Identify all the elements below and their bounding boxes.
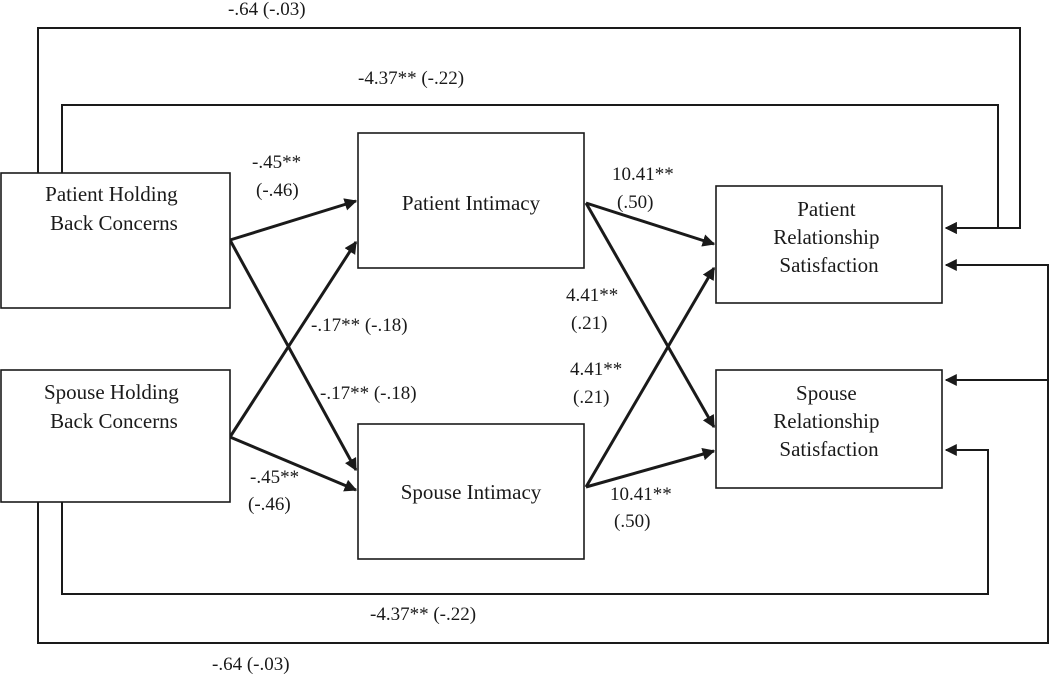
coef-ph-to-si: -.17** (-.18) <box>320 383 417 404</box>
path-bottom-inner <box>61 444 989 595</box>
spouse-satisfaction-box <box>715 369 943 489</box>
svg-text:4.41** (.21): 4.41** (.21) <box>566 285 623 334</box>
spouse-intimacy-label: Spouse Intimacy <box>401 480 542 504</box>
coef-top-inner: -4.37** (-.22) <box>358 68 464 89</box>
patient-satisfaction-label-3: Satisfaction <box>779 253 879 277</box>
arrow-si-to-ps <box>584 266 716 488</box>
patient-satisfaction-label-2: Relationship <box>773 225 879 249</box>
svg-text:-.45** (-.46): -.45** (-.46) <box>248 467 304 515</box>
patient-satisfaction-label-1: Patient <box>797 197 855 221</box>
coef-sh-to-si-1: -.45** <box>250 467 299 488</box>
coef-si-to-ps-2: (.21) <box>573 387 609 408</box>
svg-text:Spouse Intimacy: Spouse Intimacy <box>401 480 542 504</box>
coef-pi-to-ss-2: (.21) <box>571 313 607 334</box>
coef-bottom-outer: -.64 (-.03) <box>212 654 290 675</box>
coef-ph-to-pi-2: (-.46) <box>256 180 299 201</box>
spouse-satisfaction-label-2: Relationship <box>773 409 879 433</box>
patient-holding-label-2: Back Concerns <box>50 211 178 235</box>
path-top-inner <box>61 104 999 234</box>
svg-text:10.41** (.50): 10.41** (.50) <box>610 484 677 532</box>
coef-pi-to-ps-2: (.50) <box>617 192 653 213</box>
patient-intimacy-label: Patient Intimacy <box>402 191 541 215</box>
spouse-satisfaction-label-3: Satisfaction <box>779 437 879 461</box>
coef-sh-to-si-2: (-.46) <box>248 494 291 515</box>
spouse-holding-label-2: Back Concerns <box>50 409 178 433</box>
patient-intimacy-box <box>357 132 585 269</box>
coef-bottom-inner: -4.37** (-.22) <box>370 604 476 625</box>
coef-sh-to-pi: -.17** (-.18) <box>311 315 408 336</box>
arrow-pi-to-ps <box>585 201 716 247</box>
spouse-holding-label-1: Spouse Holding <box>44 380 179 404</box>
arrow-sh-to-pi <box>228 240 358 438</box>
path-bottom-outer <box>37 374 1049 644</box>
svg-text:Patient Holding Back Conce: Patient Holding Back Concerns <box>45 182 183 235</box>
spouse-satisfaction-label-1: Spouse <box>796 381 857 405</box>
arrow-ph-to-si <box>228 239 358 472</box>
spouse-intimacy-box <box>357 423 585 560</box>
arrow-pi-to-ss <box>584 202 716 429</box>
arrow-sh-to-si <box>229 435 358 492</box>
coef-si-to-ss-2: (.50) <box>614 511 650 532</box>
svg-text:Spouse Holding Back Concer: Spouse Holding Back Concerns <box>44 380 184 433</box>
svg-text:Spouse Relationship Sa: Spouse Relationship Satisfaction <box>773 381 884 461</box>
patient-satisfaction-box <box>715 185 943 304</box>
patient-holding-label-1: Patient Holding <box>45 182 178 206</box>
arrow-si-to-ss <box>585 448 716 489</box>
coef-top-outer: -.64 (-.03) <box>228 0 306 20</box>
svg-text:10.41** (.50): 10.41** (.50) <box>612 164 679 213</box>
arrow-ph-to-pi <box>229 198 358 242</box>
svg-text:Patient Intimacy: Patient Intimacy <box>402 191 541 215</box>
coef-ph-to-pi-1: -.45** <box>252 152 301 173</box>
svg-text:-.45** (-.46): -.45** (-.46) <box>252 152 306 201</box>
path-satisfaction-link <box>944 259 1049 380</box>
patient-holding-box <box>0 172 231 309</box>
spouse-holding-box <box>0 369 231 503</box>
svg-text:Patient Relationship S: Patient Relationship Satisfaction <box>773 197 884 277</box>
coef-si-to-ss-1: 10.41** <box>610 484 672 505</box>
coef-pi-to-ss-1: 4.41** <box>566 285 618 306</box>
coef-si-to-ps-1: 4.41** <box>570 359 622 380</box>
svg-text:4.41** (.21): 4.41** (.21) <box>570 359 627 408</box>
coef-pi-to-ps-1: 10.41** <box>612 164 674 185</box>
